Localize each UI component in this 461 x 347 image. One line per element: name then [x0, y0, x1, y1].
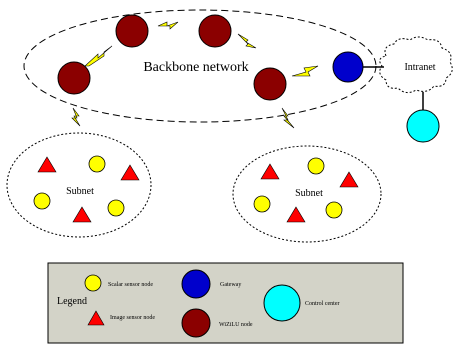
legend-gateway-label: Gateway	[220, 282, 241, 288]
image-sensor-node	[339, 171, 359, 188]
legend-scalar-icon	[84, 274, 102, 292]
subnet-left-label: Subnet	[66, 186, 94, 197]
wizilu-node	[198, 14, 232, 48]
legend-control-center-icon	[263, 284, 301, 322]
wireless-link-icon	[281, 107, 295, 129]
wizilu-node	[57, 61, 91, 95]
backbone-label: Backbone network	[143, 60, 248, 75]
legend-image-label: Image sensor node	[110, 315, 155, 321]
legend-gateway-icon	[181, 269, 211, 299]
wireless-link-icon	[237, 33, 257, 49]
scalar-sensor-node	[33, 192, 51, 210]
intranet-cloud	[379, 36, 453, 94]
wizilu-node	[253, 67, 287, 101]
gateway-node	[332, 51, 364, 83]
legend-wizilu-label: WiZiLU node	[219, 322, 253, 328]
scalar-sensor-node	[325, 201, 343, 219]
image-sensor-node	[72, 206, 92, 223]
scalar-sensor-node	[253, 195, 271, 213]
image-sensor-node	[286, 206, 306, 223]
scalar-sensor-node	[88, 155, 106, 173]
subnet-right-label: Subnet	[295, 188, 323, 199]
legend-title: Legend	[57, 296, 87, 307]
subnet-right-region	[232, 145, 382, 243]
wireless-link-icon	[291, 65, 319, 77]
wireless-link-icon	[84, 45, 113, 67]
backbone-region	[23, 9, 377, 123]
image-sensor-node	[120, 164, 140, 181]
legend-image-icon	[87, 310, 105, 326]
control-center-node	[406, 109, 440, 143]
legend-wizilu-icon	[181, 308, 211, 338]
image-sensor-node	[37, 156, 57, 173]
scalar-sensor-node	[307, 157, 325, 175]
legend-scalar-label: Scalar sensor node	[108, 282, 153, 288]
legend-box	[47, 262, 404, 344]
wireless-link-icon	[71, 107, 81, 127]
legend-control-center-label: Control center	[305, 301, 340, 307]
scalar-sensor-node	[107, 199, 125, 217]
image-sensor-node	[260, 163, 280, 180]
wireless-link-icon	[157, 21, 179, 30]
intranet-label: Intranet	[404, 62, 435, 73]
subnet-left-region	[6, 132, 152, 238]
wizilu-node	[115, 14, 149, 48]
